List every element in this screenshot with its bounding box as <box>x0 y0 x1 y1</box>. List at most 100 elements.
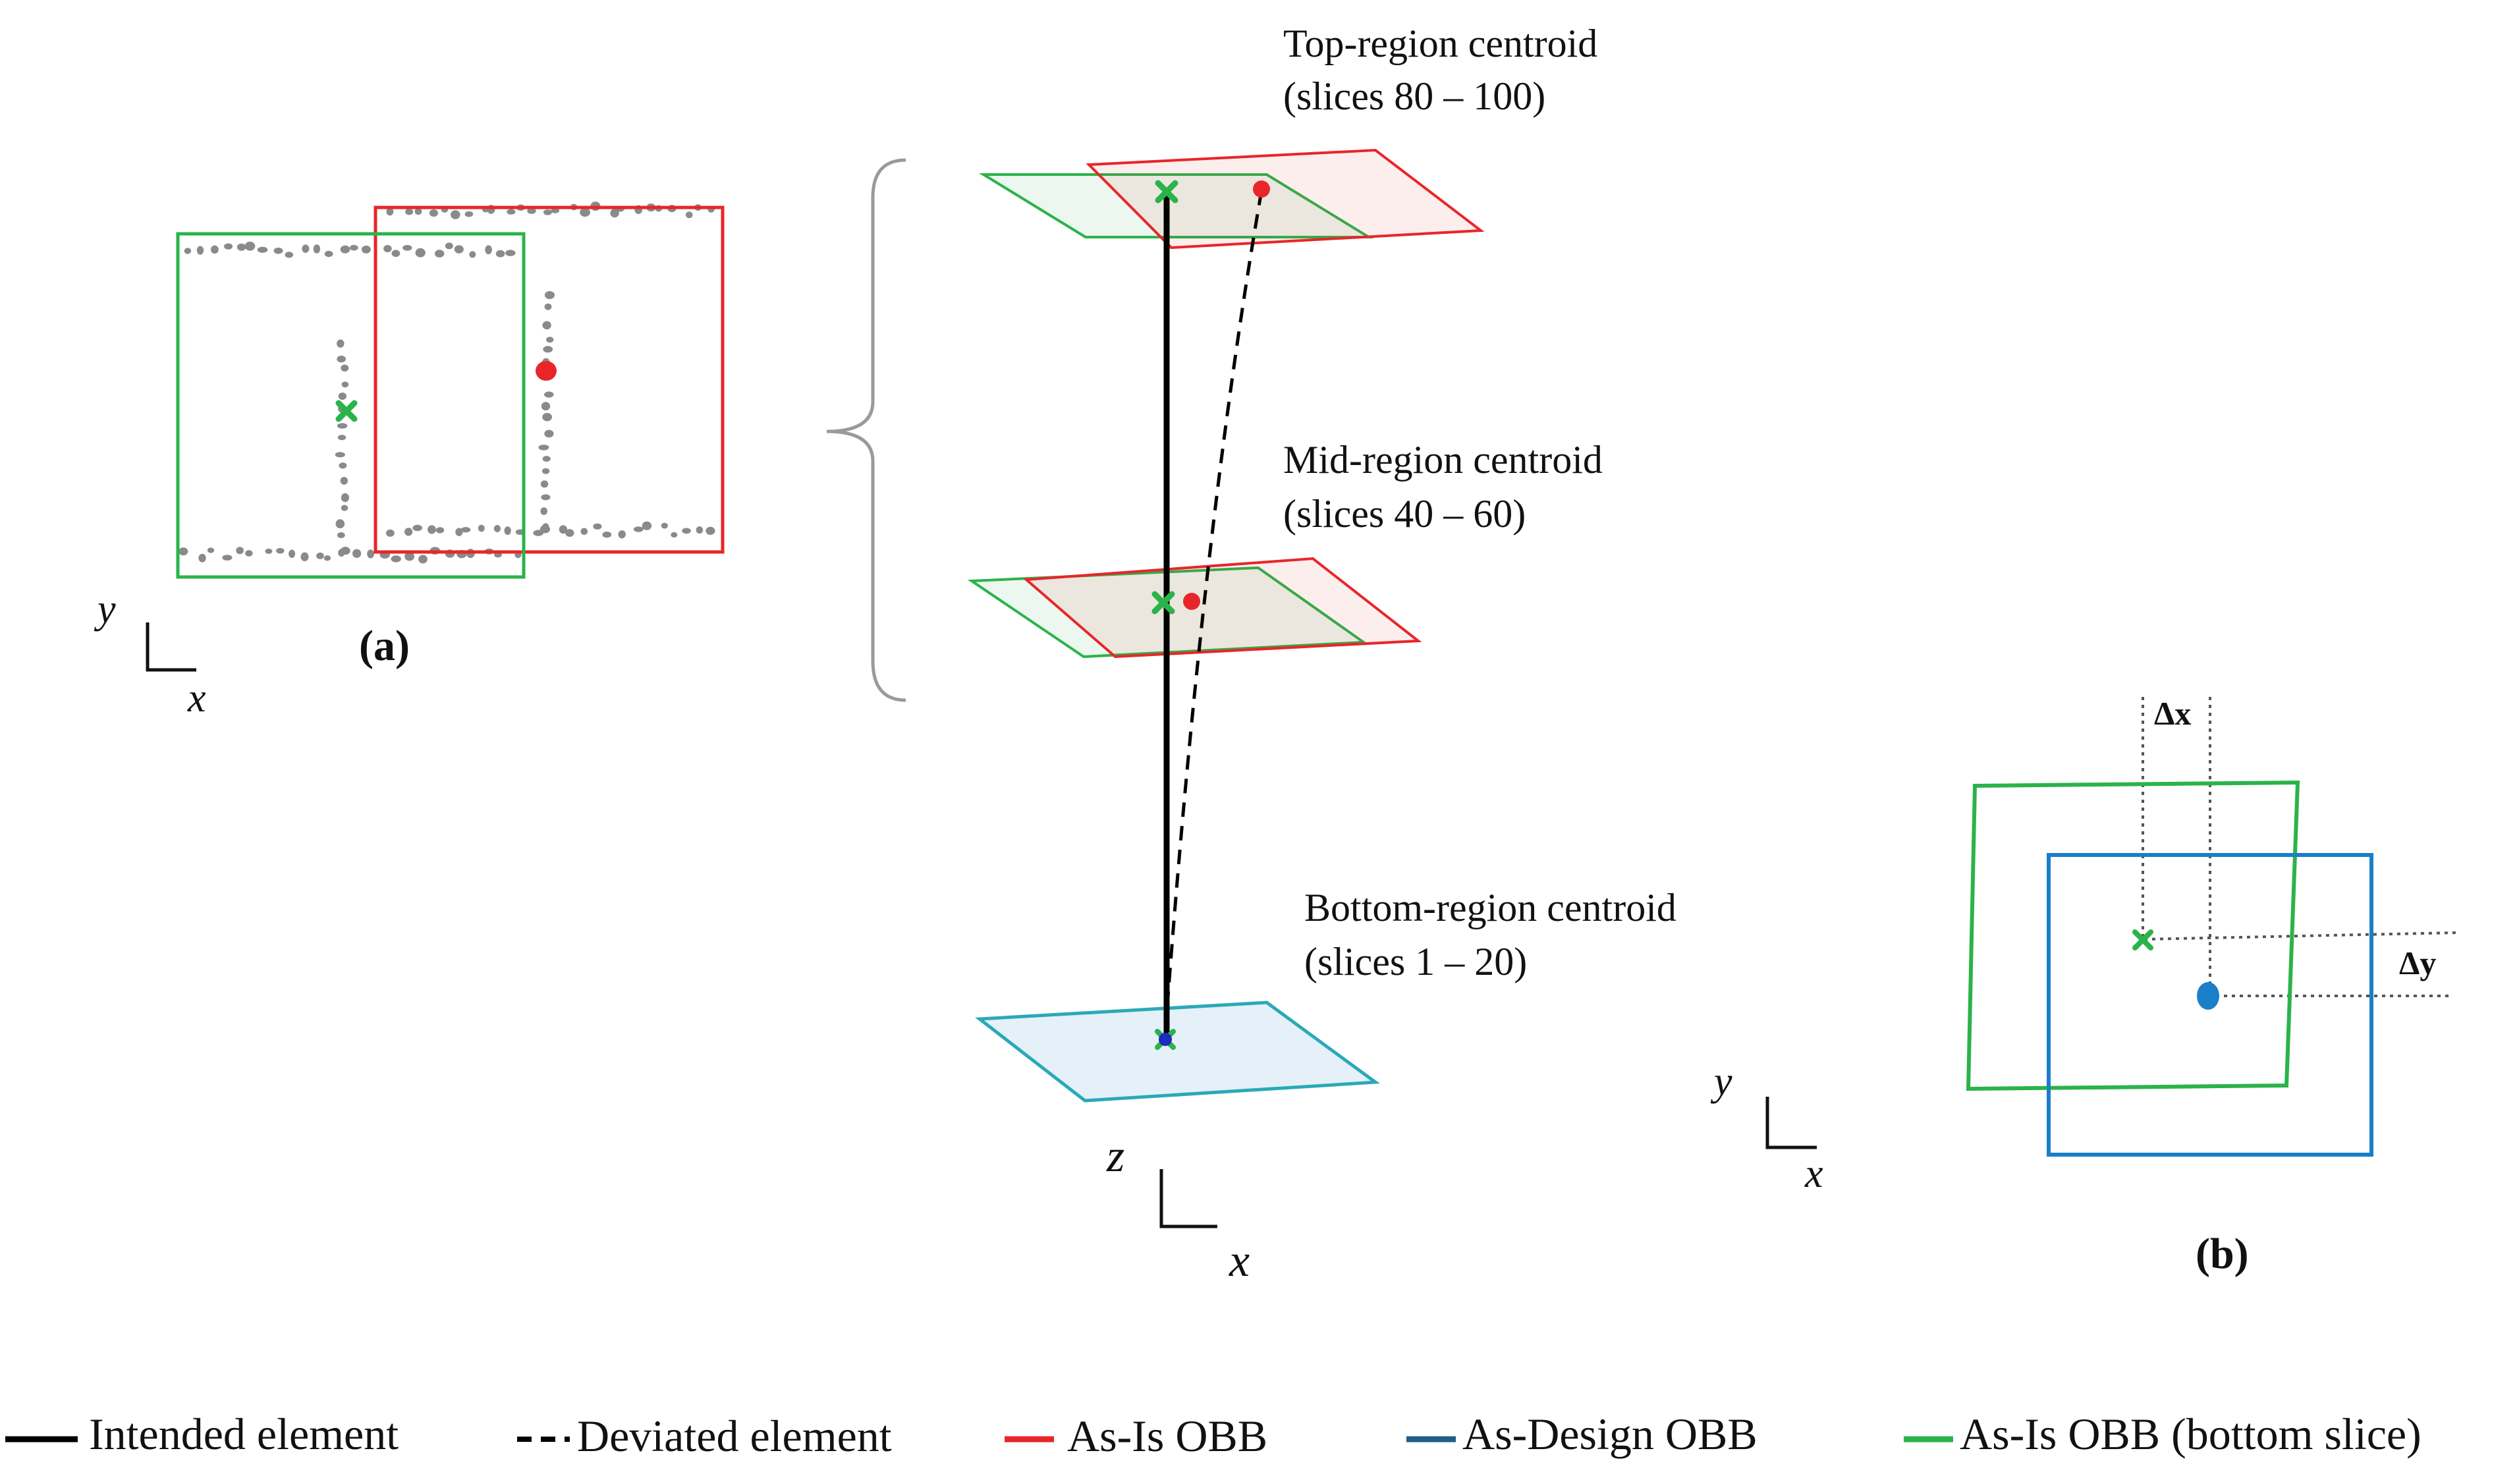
legend-item-deviated: Deviated element <box>517 1411 892 1461</box>
mid-as-is-plane <box>1023 557 1422 659</box>
as-is-centroid-marker-b <box>2132 929 2153 950</box>
point-cloud-dot <box>540 507 547 515</box>
point-cloud-dot <box>302 244 310 253</box>
point-cloud-dot <box>551 207 560 213</box>
point-cloud-dot <box>507 209 516 215</box>
axis-indicator-a: y x <box>94 587 206 721</box>
panel-a: y x (a) <box>94 202 725 721</box>
legend-label-intended: Intended element <box>89 1409 399 1459</box>
point-cloud-dot <box>341 381 349 388</box>
point-cloud-dot <box>367 549 374 559</box>
point-cloud-dot <box>445 242 453 250</box>
point-cloud-dot <box>429 209 439 217</box>
top-as-is-plane <box>1086 148 1485 250</box>
point-cloud-dot <box>478 524 485 532</box>
point-cloud-dot <box>341 364 349 372</box>
point-cloud-dot <box>706 526 715 536</box>
point-cloud-dot <box>224 243 233 250</box>
axis-indicator-b: y x <box>1710 1059 1823 1196</box>
point-cloud-dot <box>386 207 394 216</box>
legend-label-as-is-bottom: As-Is OBB (bottom slice) <box>1960 1409 2422 1459</box>
legend: Intended element Deviated element As-Is … <box>5 1409 2422 1461</box>
legend-item-intended: Intended element <box>5 1409 399 1459</box>
point-cloud-dot <box>198 553 206 563</box>
panel-b-label: (b) <box>2196 1230 2249 1278</box>
point-cloud-dot <box>313 244 321 254</box>
deviated-element-line <box>1163 190 1263 1043</box>
point-cloud-dot <box>696 526 704 534</box>
point-cloud-dot <box>236 243 246 251</box>
as-design-centroid-marker-b <box>2197 982 2219 1010</box>
point-cloud-dot <box>340 547 350 555</box>
point-cloud-dot <box>244 241 256 251</box>
point-cloud-dot <box>335 452 345 458</box>
point-cloud-dot <box>544 391 554 398</box>
bottom-as-design-plane <box>975 1001 1381 1103</box>
axis-a-x-label: x <box>187 676 206 721</box>
point-cloud-dot <box>533 530 543 536</box>
top-region-title: Top-region centroid <box>1283 22 1597 65</box>
point-cloud-dot <box>544 291 555 299</box>
point-cloud-dot <box>184 248 192 254</box>
point-cloud-dot <box>485 245 492 255</box>
point-cloud-dot <box>685 211 693 219</box>
point-cloud-dot <box>412 524 422 532</box>
top-region-slices: (slices 80 – 100) <box>1283 74 1545 118</box>
point-cloud-dot <box>207 547 215 553</box>
panel-b: Δx Δy y x (b) <box>1710 695 2456 1278</box>
point-cloud-dot <box>546 337 554 343</box>
point-cloud-dot <box>618 530 626 539</box>
top-as-is-centroid <box>1253 180 1270 198</box>
point-cloud-dot <box>316 552 324 560</box>
point-cloud-dot <box>418 555 428 564</box>
mid-as-is-centroid <box>1183 593 1200 610</box>
point-cloud-dot <box>383 245 392 252</box>
point-cloud-dot <box>642 521 652 530</box>
point-cloud-dot <box>541 468 550 474</box>
point-cloud-dot <box>340 477 348 485</box>
mid-region-title: Mid-region centroid <box>1283 438 1603 481</box>
point-cloud-dot <box>580 528 588 536</box>
delta-y-guide-top <box>2144 931 2456 941</box>
bottom-as-design-centroid <box>1159 1033 1172 1046</box>
axis-a-y-label: y <box>94 587 116 632</box>
point-cloud-dot <box>341 493 350 503</box>
point-cloud-dot <box>543 209 552 215</box>
point-cloud-dot <box>386 529 395 537</box>
point-cloud-dot <box>211 245 219 254</box>
point-cloud-dot <box>593 523 602 530</box>
point-cloud-dot <box>544 429 554 438</box>
point-cloud-dot <box>265 548 273 554</box>
top-bottom-centroid-marker <box>1155 180 1178 204</box>
bottom-centroid-marker <box>335 400 358 422</box>
point-cloud-dot <box>222 555 233 561</box>
point-cloud <box>179 202 715 564</box>
point-cloud-dot <box>405 208 414 215</box>
point-cloud-dot <box>538 445 549 451</box>
point-cloud-dot <box>493 525 501 532</box>
point-cloud-dot <box>451 210 460 219</box>
panel-a-label: (a) <box>359 622 410 670</box>
point-cloud-dot <box>196 246 204 255</box>
axis-center-x-label: x <box>1229 1236 1250 1286</box>
point-cloud-dot <box>580 207 590 217</box>
point-cloud-dot <box>542 456 551 462</box>
point-cloud-dot <box>671 532 678 538</box>
point-cloud-dot <box>339 462 347 469</box>
point-cloud-dot <box>559 525 568 534</box>
point-cloud-dot <box>565 529 574 537</box>
point-cloud-dot <box>337 532 345 538</box>
mid-region-slices: (slices 40 – 60) <box>1283 492 1526 536</box>
delta-y-label: Δy <box>2399 945 2436 981</box>
point-cloud-dot <box>469 251 476 258</box>
point-cloud-dot <box>337 355 346 363</box>
point-cloud-dot <box>402 244 412 251</box>
point-cloud-dot <box>289 549 296 559</box>
point-cloud-dot <box>542 523 549 531</box>
point-cloud-dot <box>540 480 549 488</box>
region-brace <box>826 158 906 702</box>
point-cloud-dot <box>257 246 268 253</box>
point-cloud-dot <box>661 522 668 529</box>
